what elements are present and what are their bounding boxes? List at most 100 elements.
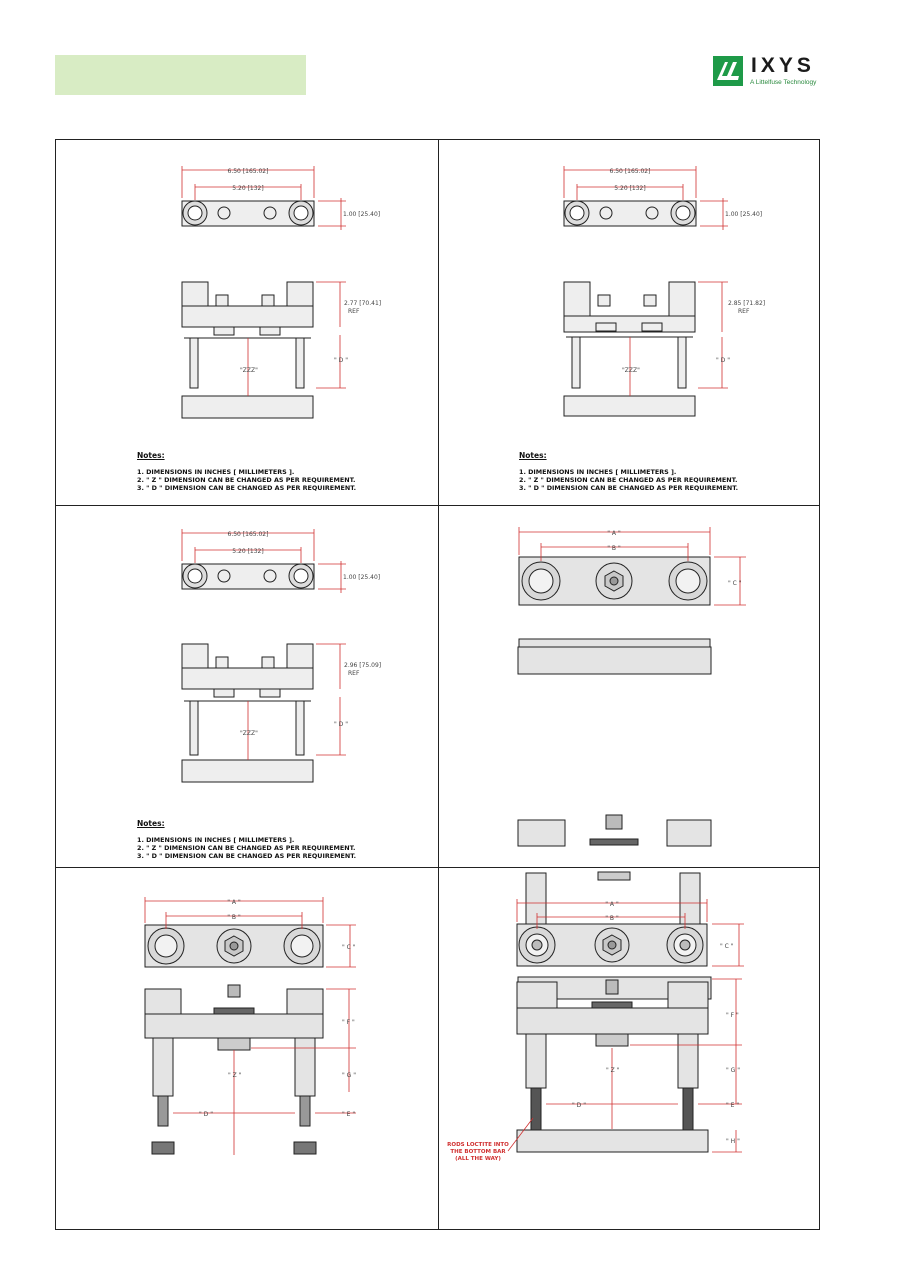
dim-b-label: 5.20 [132] — [232, 185, 263, 192]
dim-f-ref: REF — [348, 308, 360, 315]
dim-d-label: " D " — [716, 357, 730, 364]
front-view — [181, 643, 314, 783]
dim-d-label: " D " — [334, 357, 348, 364]
ixys-logo-mark-icon — [713, 56, 743, 86]
ixys-logo-text: IXYS — [751, 54, 815, 77]
dim-z-label: "ZZZ" — [622, 367, 640, 374]
grid-divider-row2 — [56, 867, 819, 868]
rod-callout: RODS LOCTITE INTO THE BOTTOM BAR (ALL TH… — [447, 1142, 509, 1162]
top-view-dims — [518, 527, 746, 606]
notes-title: Notes: — [137, 451, 165, 460]
notes-block: Notes: 1. DIMENSIONS IN INCHES [ MILLIME… — [519, 451, 739, 493]
note-line: 3. " D " DIMENSION CAN BE CHANGED AS PER… — [137, 484, 357, 492]
panel-5: " A " " B " " C " " F " " G " — [56, 867, 438, 1231]
dim-a-label: 6.50 [165.02] — [228, 531, 269, 538]
dim-d-label: " D " — [572, 1102, 586, 1109]
front-view-dims — [629, 281, 728, 396]
panel-1-drawing: 6.50 [165.02] 5.20 [132] 1.00 [25.40] 2.… — [181, 166, 381, 419]
grid-divider-row1 — [56, 505, 819, 506]
dim-a-label: 6.50 [165.02] — [228, 168, 269, 175]
dim-b-label: " B " — [605, 915, 619, 922]
front-view — [516, 979, 709, 1153]
dim-f-label: " F " — [726, 1012, 739, 1019]
dim-c-label: " C " — [720, 943, 734, 950]
notes-block: Notes: 1. DIMENSIONS IN INCHES [ MILLIME… — [137, 451, 357, 493]
note-line: 2. " Z " DIMENSION CAN BE CHANGED AS PER… — [519, 476, 738, 484]
panel-1: 6.50 [165.02] 5.20 [132] 1.00 [25.40] 2.… — [56, 140, 438, 505]
dim-g-label: " G " — [726, 1067, 740, 1074]
header-title-band — [55, 55, 306, 95]
note-line: 3. " D " DIMENSION CAN BE CHANGED AS PER… — [137, 852, 357, 860]
dim-a-label: " A " — [227, 899, 241, 906]
dim-b-label: " B " — [227, 914, 241, 921]
dim-g-label: " G " — [342, 1072, 356, 1079]
panel-2: 6.50 [165.02] 5.20 [132] 1.00 [25.40] 2.… — [438, 140, 821, 505]
callout-line: RODS LOCTITE INTO — [447, 1142, 509, 1148]
dim-c-label: 1.00 [25.40] — [725, 211, 762, 218]
dim-c-label: 1.00 [25.40] — [343, 574, 380, 581]
ixys-logo-tagline: A Littelfuse Technology — [750, 79, 817, 86]
top-view — [181, 563, 315, 590]
note-line: 2. " Z " DIMENSION CAN BE CHANGED AS PER… — [137, 844, 356, 852]
panel-3: 6.50 [165.02] 5.20 [132] 1.00 [25.40] 2.… — [56, 505, 438, 867]
note-line: 1. DIMENSIONS IN INCHES [ MILLIMETERS ]. — [137, 836, 295, 844]
notes-title: Notes: — [519, 451, 547, 460]
top-view-dims — [181, 166, 346, 230]
dim-f-label: " F " — [342, 1019, 355, 1026]
top-view-dims — [181, 529, 346, 593]
dim-c-label: 1.00 [25.40] — [343, 211, 380, 218]
dim-a-label: " A " — [607, 530, 621, 537]
front-view-dims — [507, 978, 742, 1153]
panel-6: " A " " B " " C " " — [438, 867, 821, 1231]
ixys-logo: IXYS A Littelfuse Technology — [713, 54, 823, 88]
callout-line: THE BOTTOM BAR — [450, 1149, 506, 1155]
dim-z-label: " Z " — [606, 1067, 620, 1074]
top-view-dims — [516, 899, 744, 967]
drawing-grid: 6.50 [165.02] 5.20 [132] 1.00 [25.40] 2.… — [55, 139, 820, 1230]
notes-block: Notes: 1. DIMENSIONS IN INCHES [ MILLIME… — [137, 819, 357, 861]
front-view — [181, 281, 314, 419]
panel-3-drawing: 6.50 [165.02] 5.20 [132] 1.00 [25.40] 2.… — [181, 529, 381, 783]
top-view — [563, 200, 697, 227]
panel-6-drawing: " A " " B " " C " " — [447, 899, 744, 1162]
top-view — [518, 556, 711, 606]
dim-f-label: 2.96 [75.09] — [344, 662, 381, 669]
dim-b-label: " B " — [607, 545, 621, 552]
note-line: 3. " D " DIMENSION CAN BE CHANGED AS PER… — [519, 484, 739, 492]
top-view-dims — [563, 166, 728, 230]
front-view-dims — [173, 988, 356, 1155]
dim-f-label: 2.85 [71.82] — [728, 300, 765, 307]
note-line: 2. " Z " DIMENSION CAN BE CHANGED AS PER… — [137, 476, 356, 484]
dim-f-label: 2.77 [70.41] — [344, 300, 381, 307]
grid-divider-vertical — [438, 140, 439, 1229]
callout-line: (ALL THE WAY) — [455, 1156, 501, 1162]
front-view — [144, 984, 324, 1155]
note-line: 1. DIMENSIONS IN INCHES [ MILLIMETERS ]. — [519, 468, 677, 476]
dim-e-label: " E " — [726, 1102, 739, 1109]
notes-title: Notes: — [137, 819, 165, 828]
dim-f-ref: REF — [348, 670, 360, 677]
front-view — [563, 281, 696, 417]
panel-4-front — [517, 646, 712, 1000]
top-view-dims — [144, 897, 356, 968]
dim-z-label: "ZZZ" — [240, 367, 258, 374]
top-view — [181, 200, 315, 227]
dim-c-label: " C " — [728, 580, 742, 587]
dim-c-label: " C " — [342, 944, 356, 951]
note-line: 1. DIMENSIONS IN INCHES [ MILLIMETERS ]. — [137, 468, 295, 476]
top-view — [144, 924, 324, 968]
dim-b-label: 5.20 [132] — [614, 185, 645, 192]
dim-d-label: " D " — [199, 1111, 213, 1118]
panel-2-drawing: 6.50 [165.02] 5.20 [132] 1.00 [25.40] 2.… — [563, 166, 765, 417]
dim-z-label: " Z " — [228, 1072, 242, 1079]
panel-4: " A " " B " " C " — [438, 505, 821, 1000]
dim-z-label: "ZZZ" — [240, 730, 258, 737]
panel-5-drawing: " A " " B " " C " " F " " G " — [144, 897, 356, 1155]
dim-f-ref: REF — [738, 308, 750, 315]
dim-d-label: " D " — [334, 721, 348, 728]
front-view-dims — [247, 643, 346, 760]
front-view-dims — [247, 281, 346, 396]
dim-b-label: 5.20 [132] — [232, 548, 263, 555]
dim-a-label: 6.50 [165.02] — [610, 168, 651, 175]
dim-e-label: " E " — [342, 1111, 355, 1118]
